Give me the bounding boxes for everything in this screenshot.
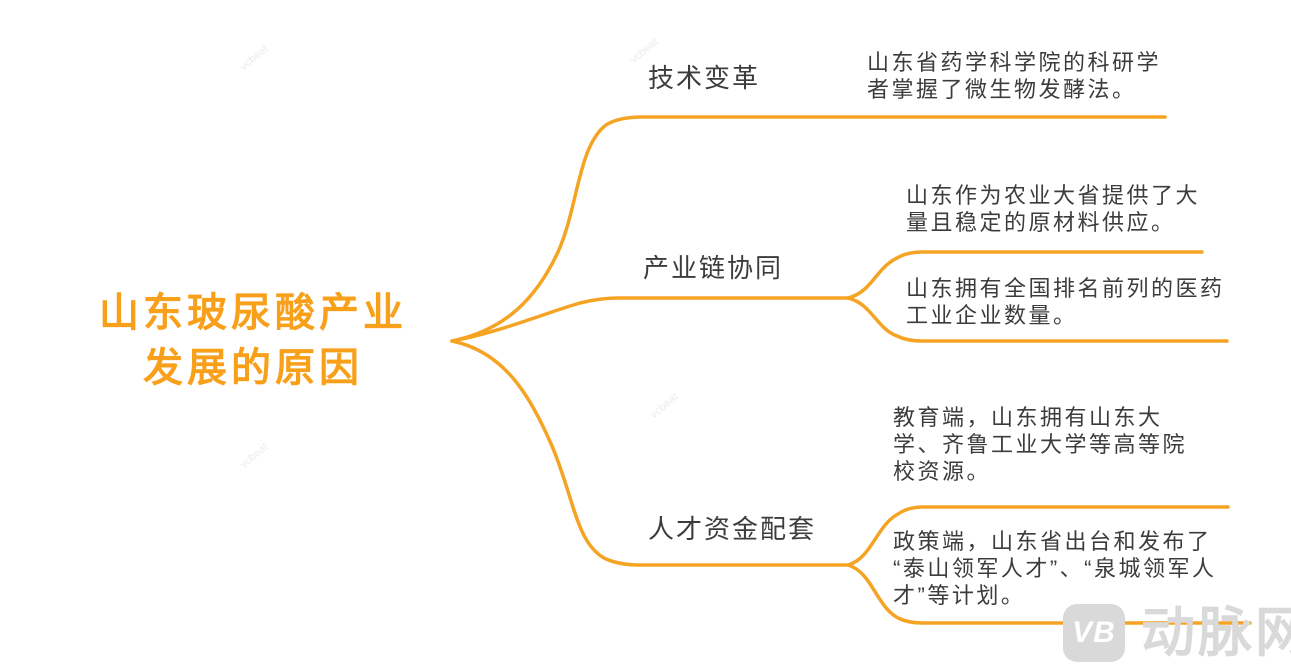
leaf-note-pharma-enterprises: 山东拥有全国排名前列的医药 工业企业数量。 — [906, 276, 1225, 328]
leaf-note-microbial-fermentation: 山东省药学科学院的科研学 者掌握了微生物发酵法。 — [867, 50, 1162, 102]
connector-root-to-branch3 — [450, 339, 850, 567]
connector-root-to-branch2 — [450, 296, 850, 343]
leaf-note-education-universities: 教育端，山东拥有山东大 学、齐鲁工业大学等高等院 校资源。 — [893, 405, 1188, 484]
leaf-note-policy-talent-plans: 政策端，山东省出台和发布了 “泰山领军人才”、“泉城领军人 才”等计划。 — [893, 529, 1217, 608]
branch-label-talent-funding-support: 人才资金配套 — [648, 514, 817, 544]
vcbeat-watermark-logo: VB 动脉网 — [1063, 600, 1291, 665]
connector-branch2-to-leaf2 — [846, 296, 1229, 343]
connector-branch2-to-leaf1 — [846, 250, 1204, 300]
branch-label-industry-chain-synergy: 产业链协同 — [643, 253, 784, 283]
vb-logo-icon: VB — [1063, 603, 1125, 662]
brand-name-text: 动脉网 — [1141, 602, 1291, 663]
branch-label-technology-change: 技术变革 — [648, 63, 761, 93]
leaf-note-raw-material-supply: 山东作为农业大省提供了大 量且稳定的原材料供应。 — [906, 183, 1201, 235]
connector-branch3-to-leaf2 — [846, 563, 1252, 625]
connector-root-to-branch1 — [450, 115, 1167, 343]
root-node-title: 山东玻尿酸产业 发展的原因 — [99, 291, 407, 390]
connector-branch3-to-leaf1 — [846, 505, 1230, 567]
